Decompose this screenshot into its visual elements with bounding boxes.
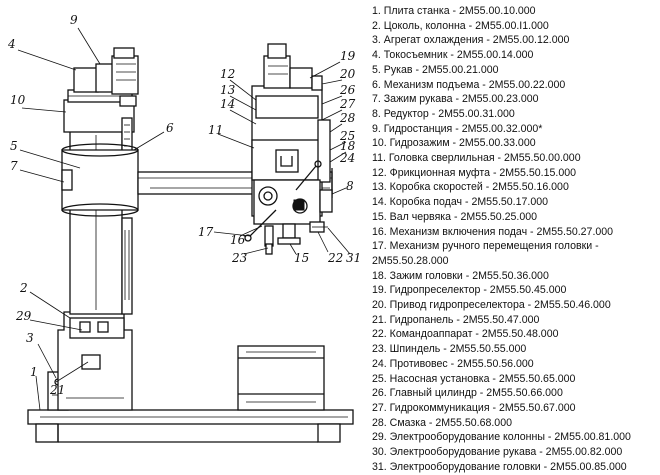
legend-item: 9. Гидростанция - 2М55.00.32.000* [372, 122, 543, 135]
callout-27: 27 [339, 97, 356, 111]
work-table [237, 345, 325, 411]
legend-item: 22. Командоаппарат - 2М55.50.48.000 [372, 328, 559, 341]
callout-18: 18 [340, 139, 356, 153]
legend-item: 25. Насосная установка - 2М55.50.65.000 [372, 372, 576, 385]
head-motor [263, 55, 291, 89]
callout-31: 31 [346, 251, 361, 265]
legend-item: 23. Шпиндель - 2М55.50.55.000 [372, 343, 527, 356]
spindle [282, 223, 296, 239]
legend-item: 1. Плита станка - 2М55.00.10.000 [372, 5, 536, 17]
callout-22: 22 [327, 251, 343, 265]
callout-10: 10 [10, 93, 26, 107]
legend-item: 24. Противовес - 2М55.50.56.000 [372, 357, 534, 370]
parts-legend: 1. Плита станка - 2М55.00.10.000 2. Цоко… [372, 4, 658, 475]
legend-item: 3. Агрегат охлаждения - 2М55.00.12.000 [372, 34, 570, 47]
callout-5: 5 [10, 139, 18, 153]
callout-6: 6 [166, 121, 174, 135]
legend-item: 30. Электрооборудование рукава - 2М55.00… [372, 446, 623, 459]
legend-item: 5. Рукав - 2М55.00.21.000 [372, 63, 499, 76]
legend-item: 12. Фрикционная муфта - 2М55.50.15.000 [372, 166, 576, 179]
callout-14: 14 [220, 97, 235, 111]
legend-item: 27. Гидрокоммуникация - 2М55.50.67.000 [372, 401, 576, 414]
callout-20: 20 [339, 67, 356, 81]
legend-item: 17. Механизм ручного перемещения головки… [372, 240, 599, 267]
legend-item: 14. Коробка подач - 2М55.50.17.000 [372, 196, 549, 209]
legend-item: 11. Головка сверлильная - 2М55.50.00.000 [372, 152, 581, 165]
legend-item: 29. Электрооборудование колонны - 2М55.0… [372, 431, 631, 444]
machine-drawing: 9 4 10 5 7 6 12 13 14 11 19 20 26 27 28 … [7, 13, 361, 443]
callout-26: 26 [339, 83, 356, 97]
callout-17: 17 [198, 225, 214, 239]
legend-item: 4. Токосъемник - 2М55.00.14.000 [372, 49, 534, 62]
callout-15: 15 [294, 251, 309, 265]
legend-item: 15. Вал червяка - 2М55.50.25.000 [372, 210, 538, 223]
legend-item: 2. Цоколь, колонна - 2М55.00.I1.000 [372, 19, 549, 32]
callout-labels: 9 4 10 5 7 6 12 13 14 11 19 20 26 27 28 … [7, 13, 361, 397]
legend-item: 21. Гидропанель - 2М55.50.47.000 [372, 313, 540, 326]
callout-1: 1 [30, 365, 38, 379]
legend-item: 18. Зажим головки - 2М55.50.36.000 [372, 269, 549, 282]
legend-item: 20. Привод гидропреселектора - 2М55.50.4… [372, 299, 611, 312]
callout-28: 28 [339, 111, 356, 125]
callout-3: 3 [26, 331, 34, 345]
arm-sleeve [61, 149, 139, 211]
legend-item: 31. Электрооборудование головки - 2М55.0… [372, 460, 627, 473]
callout-7: 7 [10, 159, 18, 173]
callout-12: 12 [220, 67, 235, 81]
legend-item: 7. Зажим рукава - 2М55.00.23.000 [372, 93, 539, 106]
callout-13: 13 [220, 83, 236, 97]
legend-item: 28. Смазка - 2М55.50.68.000 [372, 416, 512, 429]
callout-11: 11 [208, 123, 223, 137]
callout-25: 25 [339, 129, 355, 143]
callout-21: 21 [49, 383, 65, 397]
callout-8: 8 [346, 179, 354, 193]
callout-2: 2 [19, 281, 28, 295]
callout-23: 23 [231, 251, 248, 265]
callout-29: 29 [15, 309, 32, 323]
hydrostation [73, 67, 99, 93]
callout-16: 16 [230, 233, 246, 247]
callout-24: 24 [339, 151, 355, 165]
callout-9: 9 [70, 13, 78, 27]
legend-item: 6. Механизм подъема - 2М55.00.22.000 [372, 78, 566, 91]
legend-item: 26. Главный цилиндр - 2М55.50.66.000 [372, 387, 563, 400]
legend-item: 13. Коробка скоростей - 2М55.50.16.000 [372, 181, 569, 194]
legend-item: 8. Редуктор - 2М55.00.31.000 [372, 107, 515, 120]
legend-item: 16. Механизм включения подач - 2М55.50.2… [372, 225, 614, 238]
feed-box [253, 179, 321, 225]
legend-item: 19. Гидропреселектор - 2М55.50.45.000 [372, 284, 567, 297]
legend-item: 10. Гидрозажим - 2М55.00.33.000 [372, 137, 536, 150]
callout-19: 19 [340, 49, 356, 63]
callout-4: 4 [7, 37, 16, 51]
leader-lines [17, 27, 351, 411]
